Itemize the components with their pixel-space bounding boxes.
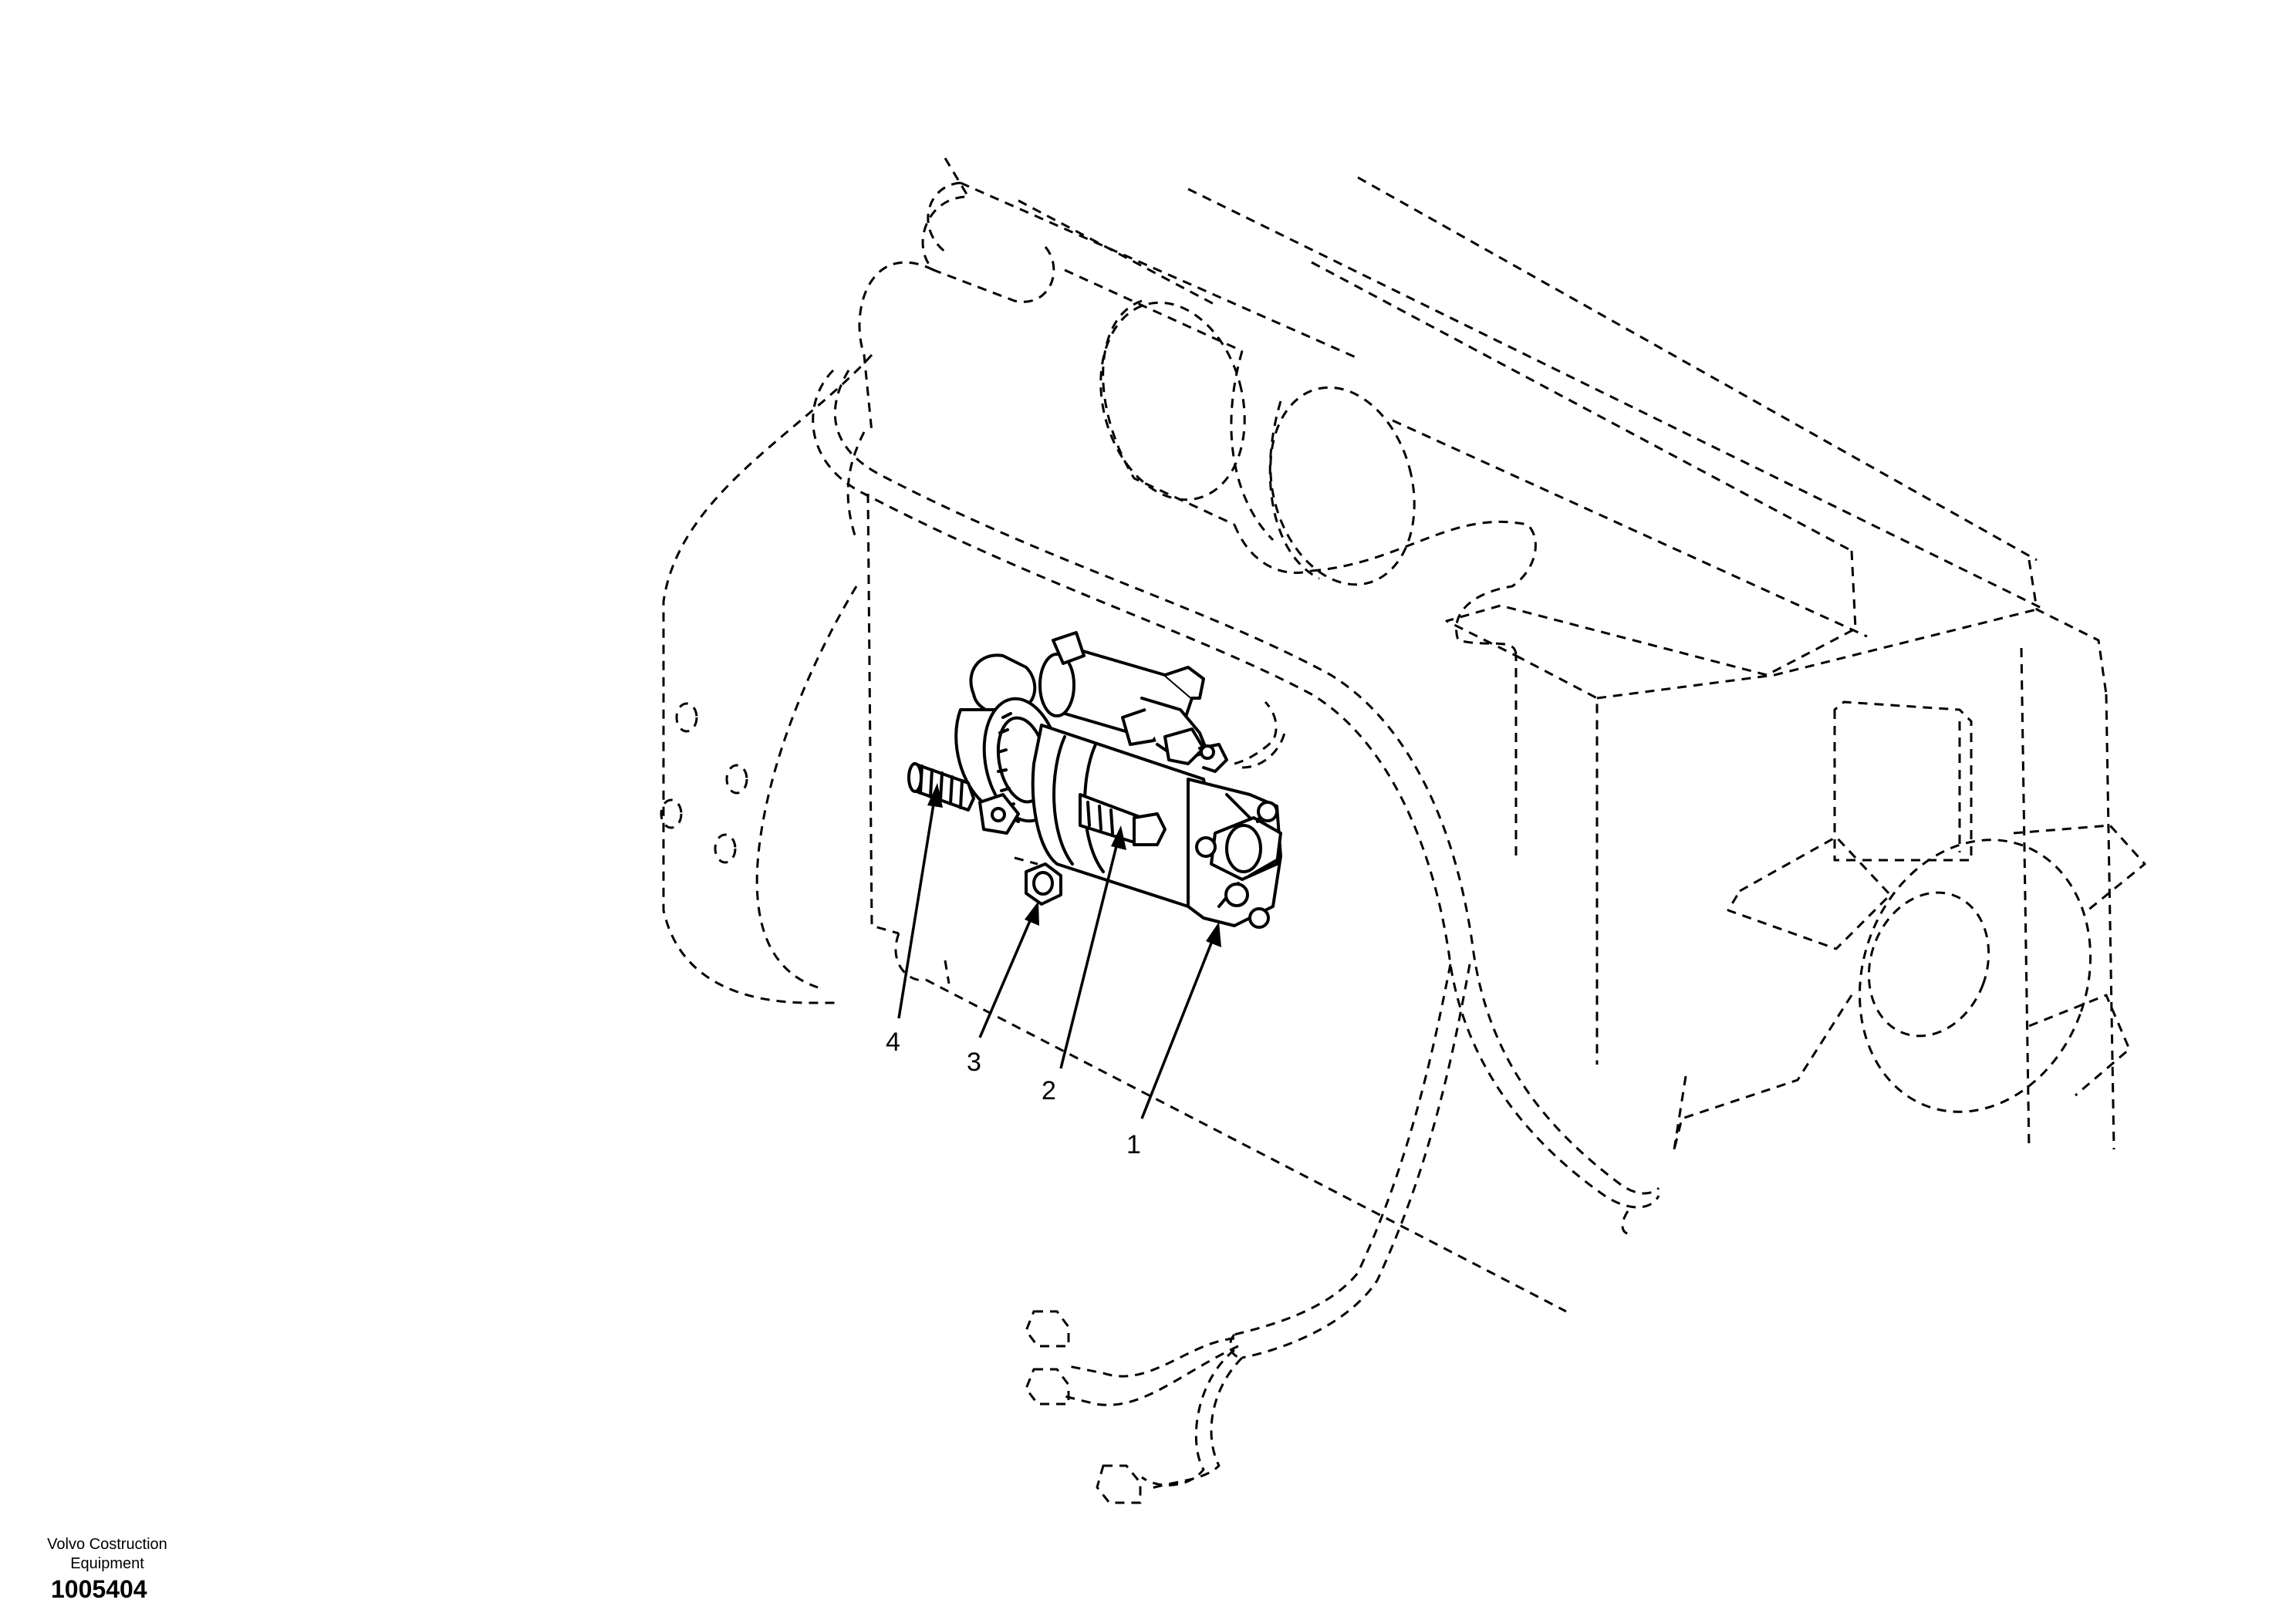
manufacturer-credit: Volvo Costruction Equipment	[26, 1535, 188, 1574]
starter-motor	[954, 631, 1282, 929]
callout-2: 2	[1042, 1076, 1056, 1105]
figure-number: 1005404	[51, 1575, 147, 1603]
wiring-harness-outline	[812, 369, 1660, 1504]
nut-part-3	[1014, 856, 1062, 906]
engine-block-outline	[660, 157, 2146, 1313]
callout-4: 4	[886, 1028, 900, 1057]
callout-leaders	[897, 783, 1221, 1119]
callout-1: 1	[1126, 1130, 1141, 1159]
callout-3: 3	[967, 1048, 981, 1077]
manufacturer-line-2: Equipment	[70, 1555, 144, 1572]
callout-labels: 1 2 3 4	[886, 1028, 1141, 1159]
stud-part-4	[907, 762, 975, 812]
manufacturer-line-1: Volvo Costruction	[47, 1536, 167, 1553]
